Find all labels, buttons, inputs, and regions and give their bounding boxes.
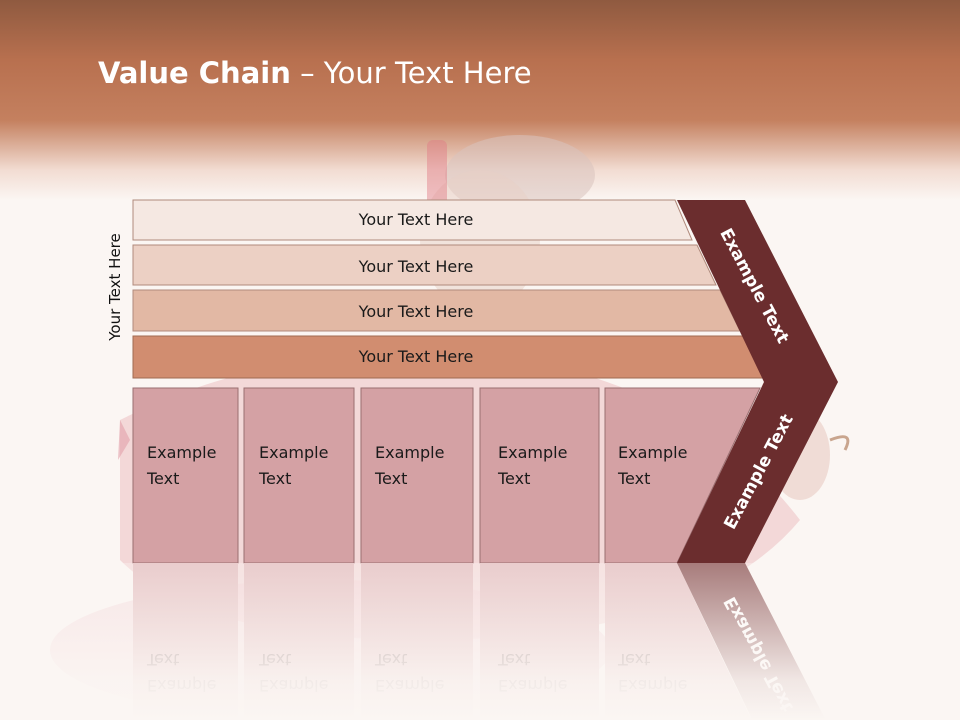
bar-2-label: Your Text Here bbox=[358, 257, 474, 276]
title-bold: Value Chain bbox=[98, 56, 291, 90]
slide-title: Value Chain – Your Text Here bbox=[98, 56, 532, 90]
bar-3-label: Your Text Here bbox=[358, 302, 474, 321]
title-rest: – Your Text Here bbox=[290, 56, 532, 90]
bar-4: Your Text Here bbox=[132, 335, 765, 379]
margin-chevron: Example Text Example Text bbox=[677, 200, 838, 563]
bar-2: Your Text Here bbox=[132, 244, 717, 286]
chevron-upper bbox=[677, 200, 838, 382]
cell-1-line1: Example bbox=[147, 443, 216, 462]
bar-3: Your Text Here bbox=[132, 289, 741, 332]
diagram-reflection: Example Text Example Text Example Text E… bbox=[0, 563, 960, 720]
cell-4-line2: Text bbox=[497, 469, 530, 488]
cell-5-line1: Example bbox=[618, 443, 687, 462]
cell-2: Example Text bbox=[243, 387, 355, 564]
bar-4-label: Your Text Here bbox=[358, 347, 474, 366]
cell-3-line1: Example bbox=[375, 443, 444, 462]
bar-1: Your Text Here bbox=[132, 199, 693, 241]
cell-3: Example Text bbox=[360, 387, 474, 564]
cell-2-line1: Example bbox=[259, 443, 328, 462]
cell-4: Example Text bbox=[479, 387, 600, 564]
cell-5-line2: Text bbox=[617, 469, 650, 488]
cell-3-line2: Text bbox=[374, 469, 407, 488]
cell-4-line1: Example bbox=[498, 443, 567, 462]
cell-1: Example Text bbox=[132, 387, 239, 564]
chevron-lower bbox=[677, 382, 838, 563]
cell-2-line2: Text bbox=[258, 469, 291, 488]
cell-5: Example Text bbox=[604, 387, 761, 564]
cell-1-line2: Text bbox=[146, 469, 179, 488]
bar-1-label: Your Text Here bbox=[358, 210, 474, 229]
